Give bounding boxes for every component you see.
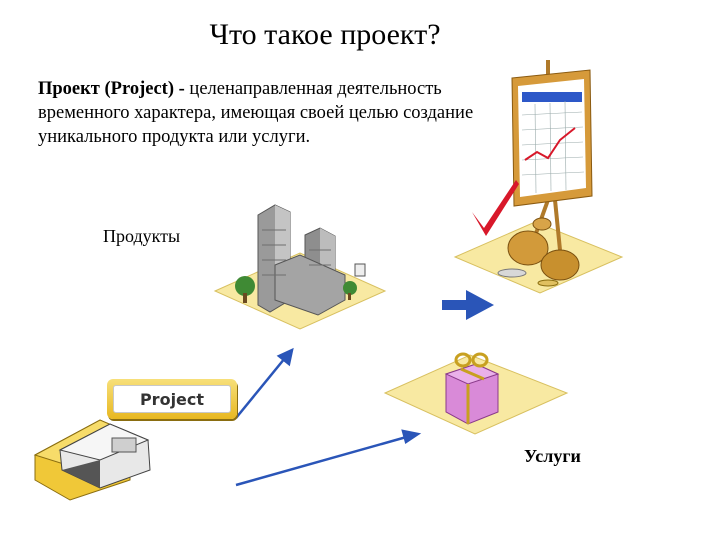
products-arrow [235, 347, 294, 419]
definition-term: Проект (Project) - [38, 79, 185, 99]
gift-box-icon [444, 352, 500, 425]
checkmark-icon [472, 180, 519, 236]
products-label: Продукты [103, 226, 181, 246]
money-bags-icon [497, 217, 580, 287]
arrow-right-icon [442, 290, 494, 320]
office-buildings-icon [235, 204, 366, 316]
chart-easel-icon [511, 60, 593, 251]
project-sign: Project [107, 379, 237, 419]
services-arrow [235, 429, 422, 487]
services-label: Услуги [524, 446, 581, 466]
fax-machine-icon [33, 419, 151, 501]
definition-body: целенаправленная деятельность временного… [38, 79, 474, 147]
project-sign-label: Project [113, 385, 231, 413]
page-title: Что такое проект? [209, 18, 441, 51]
definition-text: Проект (Project) - целенаправленная деят… [38, 77, 508, 149]
